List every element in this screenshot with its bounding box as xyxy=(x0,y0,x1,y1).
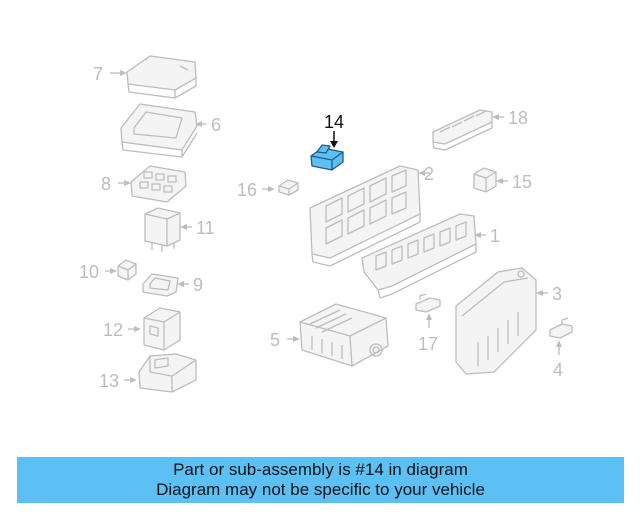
arrow-7 xyxy=(120,70,127,76)
callout-12: 12 xyxy=(103,320,123,340)
part-13-connector-block[interactable] xyxy=(138,353,197,393)
callout-15: 15 xyxy=(512,172,532,192)
arrow-2 xyxy=(418,170,425,176)
arrow-15 xyxy=(496,178,503,184)
callout-4: 4 xyxy=(553,360,563,380)
arrow-8 xyxy=(124,180,131,186)
part-9-plate[interactable] xyxy=(142,273,179,297)
part-17-bracket[interactable] xyxy=(415,293,441,313)
part-14-highlighted[interactable] xyxy=(310,144,344,171)
callout-16: 16 xyxy=(237,180,257,200)
callout-14: 14 xyxy=(324,112,344,132)
arrow-1 xyxy=(474,232,481,238)
part-7-cover[interactable] xyxy=(126,55,197,99)
callout-5: 5 xyxy=(270,330,280,350)
callout-18: 18 xyxy=(508,108,528,128)
part-8-relay-block[interactable] xyxy=(130,165,187,203)
arrow-12 xyxy=(134,326,141,332)
part-11-relay[interactable] xyxy=(144,207,181,252)
arrow-5 xyxy=(293,336,300,342)
part-18-fuse-strip[interactable] xyxy=(432,109,493,151)
banner-line-disclaimer: Diagram may not be specific to your vehi… xyxy=(156,480,485,499)
callout-9: 9 xyxy=(193,275,203,295)
part-12-connector[interactable] xyxy=(143,307,181,351)
callout-11: 11 xyxy=(196,218,215,238)
arrow-18 xyxy=(492,114,499,120)
arrow-17 xyxy=(426,313,432,320)
callout-7: 7 xyxy=(93,64,103,84)
info-banner: Part or sub-assembly is #14 in diagram D… xyxy=(17,457,624,503)
arrow-13 xyxy=(130,377,137,383)
arrow-10 xyxy=(110,268,117,274)
arrow-16 xyxy=(268,186,275,192)
part-6-tray[interactable] xyxy=(120,103,198,158)
arrow-11 xyxy=(180,224,187,230)
part-15-cube-relay[interactable] xyxy=(473,167,497,193)
part-3-cover[interactable] xyxy=(455,267,537,375)
arrow-6 xyxy=(195,121,202,127)
part-1-housing[interactable] xyxy=(361,213,477,299)
callout-2: 2 xyxy=(424,164,434,184)
parts-diagram: 7 6 8 11 10 9 xyxy=(79,55,573,393)
callout-1: 1 xyxy=(490,226,500,246)
part-10-small-relay[interactable] xyxy=(117,259,137,281)
part-16-clip[interactable] xyxy=(278,179,299,196)
arrow-9 xyxy=(177,281,184,287)
part-5-control-module[interactable] xyxy=(299,303,389,367)
callout-6: 6 xyxy=(211,115,221,135)
arrow-3 xyxy=(536,290,543,296)
callout-10: 10 xyxy=(79,262,99,282)
arrow-14 xyxy=(330,141,338,148)
callout-8: 8 xyxy=(101,174,111,194)
callout-13: 13 xyxy=(99,371,119,391)
callout-3: 3 xyxy=(552,284,562,304)
part-2-fuse-panel[interactable] xyxy=(309,165,421,267)
arrow-4 xyxy=(556,340,562,347)
banner-line-part: Part or sub-assembly is #14 in diagram xyxy=(173,460,468,479)
part-4-bracket[interactable] xyxy=(549,317,573,339)
callout-17: 17 xyxy=(418,334,438,354)
